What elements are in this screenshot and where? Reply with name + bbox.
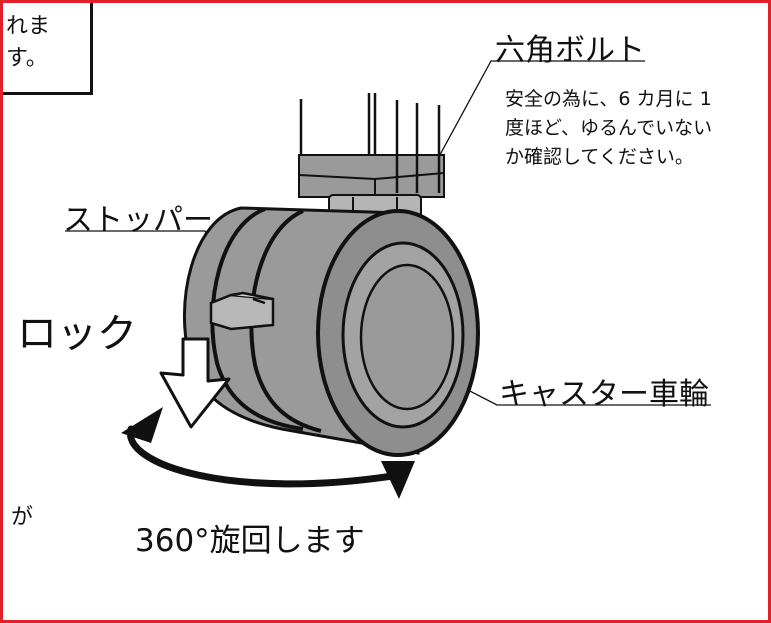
- hex-bolt-label: 六角ボルト: [495, 33, 645, 68]
- corner-callout-box: れます。: [3, 3, 93, 95]
- side-text-fragment: が: [11, 505, 34, 530]
- rotation-label: 360°旋回します: [135, 523, 365, 559]
- rotation-arrow-icon: [121, 407, 415, 499]
- lock-label: ロック: [17, 311, 137, 357]
- lock-arrow-icon: [159, 337, 231, 429]
- hex-bolt-note: 安全の為に、6 カ月に 1 度ほど、ゆるんでいないか確認してください。: [505, 88, 713, 168]
- caster-illustration: [65, 60, 711, 499]
- caster-wheel-label: キャスター車輪: [499, 377, 709, 412]
- corner-callout-text: れます。: [6, 14, 51, 71]
- stopper-lever: [209, 291, 275, 331]
- stopper-label: ストッパー: [63, 203, 213, 238]
- mounting-post: [298, 93, 445, 199]
- caster-body: [183, 206, 480, 457]
